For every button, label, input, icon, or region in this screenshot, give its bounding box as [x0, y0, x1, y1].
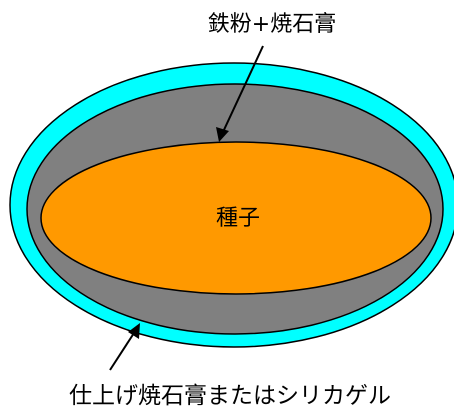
- top-pointer-line: [222, 45, 264, 133]
- seed-label: 種子: [216, 206, 260, 231]
- bottom-pointer-line: [109, 332, 135, 371]
- iron-plaster-label: 鉄粉+焼石膏: [208, 12, 336, 37]
- top-pointer-arrowhead: [216, 127, 229, 142]
- bottom-pointer-arrowhead: [128, 323, 140, 339]
- outer-shell-label: 仕上げ焼石膏またはシリカゲル: [69, 383, 391, 409]
- seed-core: [40, 141, 432, 295]
